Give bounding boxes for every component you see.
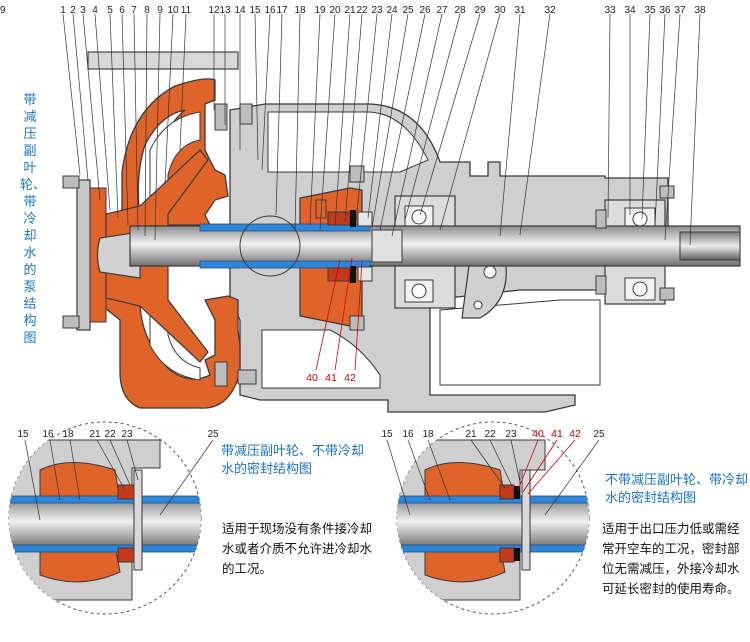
part-number-label-27: 27 (436, 5, 448, 16)
part-number-label-22: 22 (356, 5, 368, 16)
detail-left-number-18: 18 (62, 429, 74, 440)
frame-view-circle (239, 215, 301, 277)
detail-right-number-18: 18 (422, 429, 434, 440)
detail-right-number-16: 16 (402, 429, 414, 440)
part-number-label-21: 21 (344, 5, 356, 16)
part-number-label-18: 18 (294, 5, 306, 16)
seal-part-number-label-40: 40 (306, 372, 318, 384)
detail-left-number-21: 21 (89, 429, 101, 440)
part-number-label-5: 5 (107, 5, 113, 16)
detail-left-title: 带减压副叶轮、不带冷却水的密封结构图 (221, 444, 365, 477)
detail-left-number-16: 16 (42, 429, 54, 440)
part-number-label-26: 26 (419, 5, 431, 16)
main-shaft (129, 225, 741, 267)
detail-right-description: 适用于出口压力低或需经常开空车的工况，密封部位无需减压，外接冷却水可延长密封的使… (602, 521, 740, 596)
part-number-label-25: 25 (402, 5, 414, 16)
part-number-label-13: 13 (219, 5, 231, 16)
red-leader-lines (315, 257, 363, 371)
detail-left-number-22: 22 (104, 429, 116, 440)
part-number-label-9: 9 (157, 5, 163, 16)
part-number-label-14: 14 (234, 5, 246, 16)
detail-right-red-number-41: 41 (551, 428, 563, 440)
casing-bolts (62, 103, 675, 387)
frame-arch (267, 111, 429, 173)
detail-right-red-number-40: 40 (532, 428, 544, 440)
frame-window-1 (261, 329, 381, 389)
leader-lines-top (62, 13, 701, 246)
detail-right-number-21: 21 (465, 429, 477, 440)
detail-right-number-25: 25 (593, 429, 605, 440)
part-number-label-15: 15 (249, 5, 261, 16)
lug-hole-2 (473, 300, 483, 310)
part-number-label-24: 24 (386, 5, 398, 16)
mechanical-seal (327, 210, 373, 283)
part-number-label-10: 10 (167, 5, 179, 16)
shaft-sleeve-bottom (199, 260, 371, 269)
bearing-shaft-section (371, 229, 403, 263)
top-cover-plate (87, 51, 239, 70)
shaft-step (679, 231, 741, 261)
frame-window-2 (439, 299, 601, 386)
part-number-label-1: 1 (60, 5, 66, 16)
part-number-label-32: 32 (544, 5, 556, 16)
detail-right-number-22: 22 (484, 429, 496, 440)
part-number-label-2: 2 (70, 5, 76, 16)
detail-left-number-15: 15 (17, 429, 29, 440)
part-number-label-17: 17 (276, 5, 288, 16)
part-number-label-7: 7 (131, 5, 137, 16)
detail-left-number-23: 23 (121, 429, 133, 440)
part-number-label-38: 38 (694, 5, 706, 16)
part-number-label-35: 35 (644, 5, 656, 16)
rear-bearing (624, 207, 656, 301)
part-number-label-20: 20 (329, 5, 341, 16)
part-number-label-8: 8 (144, 5, 150, 16)
part-number-label-33: 33 (604, 5, 616, 16)
part-number-label-6: 6 (119, 5, 125, 16)
part-number-label-16: 16 (264, 5, 276, 16)
part-number-label-19: 19 (314, 5, 326, 16)
part-number-label-30: 30 (494, 5, 506, 16)
part-number-label-31: 31 (514, 5, 526, 16)
part-number-label-36: 36 (659, 5, 671, 16)
detail-right-number-15: 15 (381, 429, 393, 440)
seal-part-number-label-42: 42 (344, 372, 356, 384)
part-number-label-39: 39 (0, 5, 6, 16)
detail-left-figure (8, 421, 214, 615)
part-number-label-23: 23 (371, 5, 383, 16)
front-cover (76, 179, 91, 331)
detail-right-numbers: 15 16 18 21 22 23 25 (381, 429, 605, 440)
top-red-number-labels: 40 41 42 (306, 372, 356, 384)
detail-right-number-23: 23 (505, 429, 517, 440)
part-number-label-4: 4 (92, 5, 98, 16)
detail-right-title: 不带减压副叶轮、带冷却水的密封结构图 (605, 473, 749, 506)
part-number-label-28: 28 (454, 5, 466, 16)
detail-right-figure (386, 421, 600, 615)
part-number-label-11: 11 (181, 5, 192, 16)
seal-part-number-label-41: 41 (325, 372, 337, 384)
detail-right-red-numbers: 40 41 42 (532, 428, 581, 440)
shaft-sleeve-top (199, 223, 371, 232)
front-bearing (404, 205, 434, 303)
main-title: 带减压副叶轮、带冷却水的泵结构图 (20, 93, 47, 346)
detail-left-description: 适用于现场没有条件接冷却水或者介质不允许进冷却水的工况。 (222, 521, 373, 576)
detail-left-number-25: 25 (207, 429, 219, 440)
pump-main-assembly (62, 51, 741, 413)
part-number-label-12: 12 (208, 5, 220, 16)
part-number-label-34: 34 (624, 5, 636, 16)
lug-hole (483, 265, 497, 279)
part-number-label-3: 3 (80, 5, 86, 16)
impeller-nut (96, 231, 141, 279)
part-number-label-37: 37 (674, 5, 686, 16)
detail-right-red-number-42: 42 (569, 428, 581, 440)
part-number-label-29: 29 (474, 5, 486, 16)
